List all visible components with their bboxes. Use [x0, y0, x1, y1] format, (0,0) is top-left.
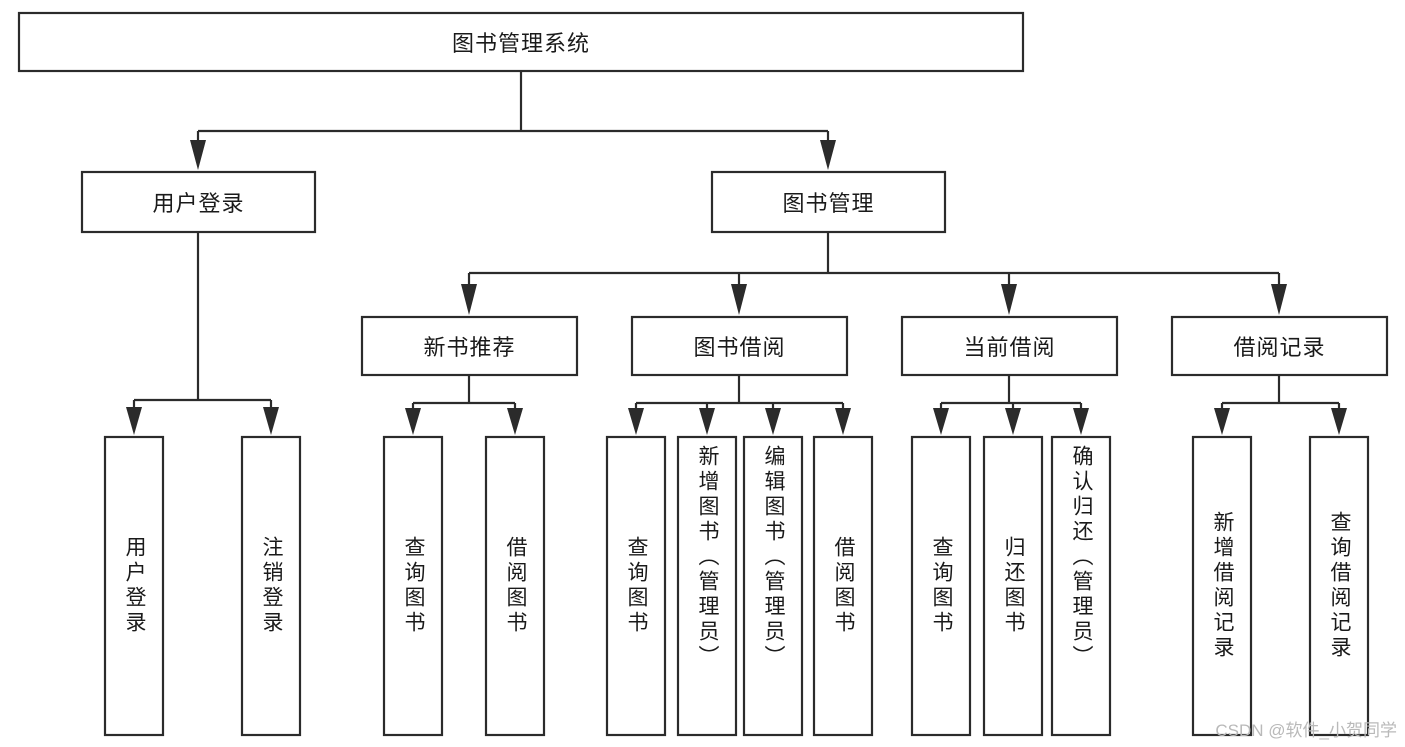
arrow-head-leaf-confirm-return: [1073, 408, 1089, 435]
arrow-head-leaf-user-logout: [263, 407, 279, 435]
node-box-current-borrow[interactable]: [900, 315, 1119, 377]
node-box-book-borrow[interactable]: [630, 315, 849, 377]
node-box-book-management[interactable]: [710, 170, 947, 234]
node-box-user-login[interactable]: [80, 170, 317, 234]
arrow-head-borrow-record: [1271, 284, 1287, 315]
leaf-box-query-book-1[interactable]: [382, 435, 444, 737]
leaf-box-add-book[interactable]: [676, 435, 738, 737]
arrow-head-leaf-add-book: [699, 408, 715, 435]
watermark-text: CSDN @软件_小贺同学: [1215, 721, 1397, 740]
arrow-head-leaf-query-book-3: [933, 408, 949, 435]
node-box-borrow-record[interactable]: [1170, 315, 1389, 377]
arrow-head-current-borrow: [1001, 284, 1017, 315]
leaf-box-query-book-2[interactable]: [605, 435, 667, 737]
leaf-box-user-login[interactable]: [103, 435, 165, 737]
arrow-head-leaf-edit-book: [765, 408, 781, 435]
leaf-box-confirm-return[interactable]: [1050, 435, 1112, 737]
leaf-box-borrow-book-1[interactable]: [484, 435, 546, 737]
arrow-head-user-login: [190, 140, 206, 170]
arrow-head-new-book-recommend: [461, 284, 477, 315]
arrow-head-leaf-query-book-2: [628, 408, 644, 435]
arrow-head-leaf-user-login: [126, 407, 142, 435]
leaf-box-edit-book[interactable]: [742, 435, 804, 737]
node-box-system-root[interactable]: [17, 11, 1025, 73]
leaf-box-return-book[interactable]: [982, 435, 1044, 737]
arrow-head-book-management: [820, 140, 836, 170]
leaf-box-user-logout[interactable]: [240, 435, 302, 737]
leaf-box-query-book-3[interactable]: [910, 435, 972, 737]
leaf-box-add-record[interactable]: [1191, 435, 1253, 737]
node-box-new-book-recommend[interactable]: [360, 315, 579, 377]
arrow-head-leaf-borrow-book-1: [507, 408, 523, 435]
arrow-head-leaf-return-book: [1005, 408, 1021, 435]
arrow-head-leaf-add-record: [1214, 408, 1230, 435]
arrow-head-book-borrow: [731, 284, 747, 315]
arrow-head-leaf-query-record: [1331, 408, 1347, 435]
arrow-head-leaf-query-book-1: [405, 408, 421, 435]
leaf-box-borrow-book-2[interactable]: [812, 435, 874, 737]
leaf-box-query-record[interactable]: [1308, 435, 1370, 737]
arrow-head-leaf-borrow-book-2: [835, 408, 851, 435]
